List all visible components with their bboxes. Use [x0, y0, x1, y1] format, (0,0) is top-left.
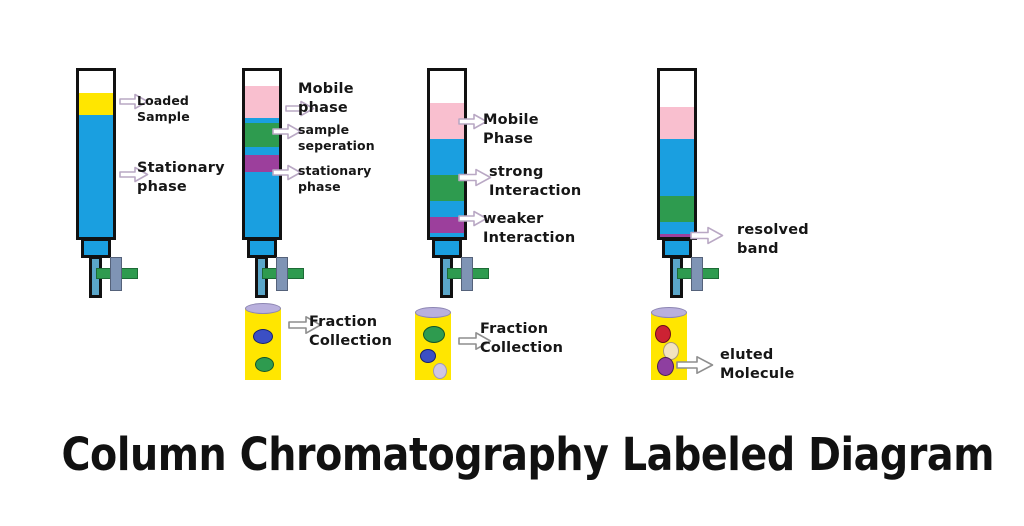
purple-analyte-band	[430, 217, 464, 233]
column-neck	[432, 238, 462, 258]
mobile-phase-band	[660, 107, 694, 139]
pointer-arrow-mobile-phase	[458, 113, 488, 130]
pointer-arrow-loaded-sample	[119, 93, 149, 110]
vial-lip	[651, 307, 687, 318]
label-mobile-phase: Mobile Phase	[483, 112, 539, 147]
label-fraction-collection-2: Fraction Collection	[480, 321, 564, 356]
label-stationary-phase: stationary phase	[298, 163, 372, 194]
purple-resolved-band	[660, 234, 694, 237]
label-stationary-phase: Stationary phase	[137, 160, 225, 195]
blob-lavender	[433, 363, 447, 379]
label-sample-separation: sample seperation	[298, 122, 375, 153]
empty-headspace	[79, 71, 113, 93]
purple-analyte-band	[245, 155, 279, 172]
pointer-arrow-fraction-collection-2	[458, 331, 492, 351]
empty-headspace	[660, 71, 694, 107]
blob-purple	[657, 357, 674, 376]
pointer-arrow-stationary-phase	[119, 166, 149, 183]
label-mobile-phase: Mobile phase	[298, 81, 354, 116]
pointer-arrow-resolved-band	[690, 226, 724, 245]
stopcock-handle-vertical[interactable]	[110, 257, 122, 291]
pointer-arrow-sample-separation	[272, 123, 302, 140]
blob-red	[655, 325, 671, 343]
column-neck	[662, 238, 692, 258]
label-resolved-band: resolved band	[737, 222, 809, 257]
pointer-arrow-eluted-molecule	[676, 355, 714, 375]
glass-tube	[76, 68, 116, 240]
blob-green	[255, 357, 274, 372]
stationary-phase-band	[660, 139, 694, 237]
blob-blue	[253, 329, 273, 344]
pointer-arrow-strong-interaction	[458, 168, 492, 187]
label-weaker-interaction: weaker Interaction	[483, 211, 576, 246]
fraction-collection-vial-1	[245, 303, 281, 380]
stationary-phase-band	[79, 115, 113, 237]
page-title: Column Chromatography Labeled Diagram	[61, 428, 995, 481]
blob-green	[423, 326, 445, 343]
pointer-arrow-fraction-collection-1	[288, 315, 322, 335]
loaded-sample-band	[79, 93, 113, 115]
label-strong-interaction: strong Interaction	[489, 164, 582, 199]
glass-tube	[657, 68, 697, 240]
mobile-phase-band	[245, 86, 279, 118]
glass-tube	[242, 68, 282, 240]
green-analyte-band	[245, 123, 279, 147]
vial-lip	[415, 307, 451, 318]
vial-lip	[245, 303, 281, 314]
glass-tube	[427, 68, 467, 240]
stopcock-handle-vertical[interactable]	[691, 257, 703, 291]
empty-headspace	[430, 71, 464, 103]
label-fraction-collection-1: Fraction Collection	[309, 314, 393, 349]
column-neck	[81, 238, 111, 258]
stopcock-handle-vertical[interactable]	[276, 257, 288, 291]
blob-blue	[420, 349, 436, 363]
label-loaded-sample: Loaded Sample	[137, 93, 190, 124]
pointer-arrow-stationary-phase	[272, 164, 302, 181]
fraction-collection-vial-2	[415, 307, 451, 380]
pointer-arrow-weaker-interaction	[458, 210, 488, 227]
pointer-arrow-mobile-phase	[285, 100, 315, 117]
empty-headspace	[245, 71, 279, 86]
stopcock-handle-vertical[interactable]	[461, 257, 473, 291]
label-eluted-molecule: eluted Molecule	[720, 347, 795, 382]
column-neck	[247, 238, 277, 258]
green-analyte-band	[660, 196, 694, 222]
